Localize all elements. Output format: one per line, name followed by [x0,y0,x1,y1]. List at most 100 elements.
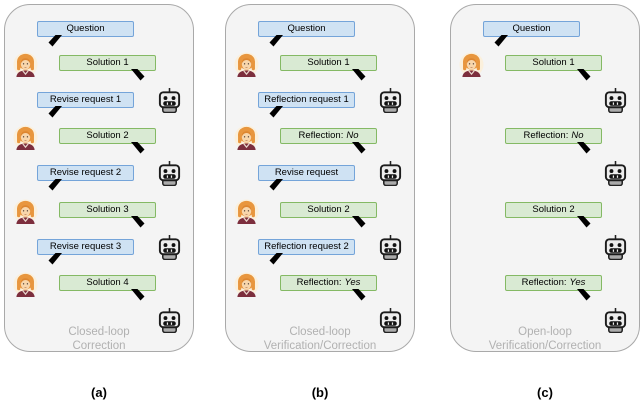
bubble-text: Question [66,23,105,34]
figure-label-a: (a) [91,385,107,400]
solution-bubble: Solution 1 [280,55,377,81]
human-avatar-icon [13,272,38,297]
bubble-text: Solution 1 [86,57,129,68]
bubble-text: Solution 2 [532,204,575,215]
panel-open-loop-verification-correction: Question Solution 1 Reflection: No Solut… [450,4,640,352]
bubble-tail [269,35,283,47]
caption-line: Open-loop [518,326,572,338]
panel-caption: Open-loop Verification/Correction [451,326,639,353]
bubble-text: Question [512,23,551,34]
human-avatar-icon [13,52,38,77]
question-bubble: Question [258,21,355,47]
reflection-bubble: Reflection: Yes [280,275,377,301]
bubble-text: Solution 1 [532,57,575,68]
solution-bubble: Solution 1 [505,55,602,81]
solution-bubble: Solution 2 [280,202,377,228]
robot-icon [604,88,627,113]
bubble-tail [131,69,145,81]
bubble-tail [352,289,366,301]
solution-bubble: Solution 4 [59,275,156,301]
bubble-tail [577,216,591,228]
human-avatar-icon [459,52,484,77]
bubble-text: Solution 1 [307,57,350,68]
bubble-text: Reflection request 1 [264,94,349,105]
bubble-text: Revise request 1 [49,94,122,105]
reflection-request-bubble: Reflection request 2 [258,239,355,265]
revise-request-bubble: Revise request 1 [37,92,134,118]
caption-line: Correction [72,339,126,352]
bubble-tail [131,142,145,154]
bubble-text: Reflection: [296,277,342,288]
human-avatar-icon [234,52,259,77]
bubble-tail [48,253,62,265]
bubble-text: Solution 4 [86,277,129,288]
human-avatar-icon [13,199,38,224]
bubble-text: Reflection: [523,130,569,141]
bubble-tail [131,289,145,301]
question-bubble: Question [37,21,134,47]
reflection-answer: No [346,130,359,141]
bubble-text: Revise request 2 [49,167,122,178]
panel-caption: Closed-loop Correction [5,326,193,353]
reflection-answer: No [571,130,584,141]
figure-label-c: (c) [537,385,553,400]
human-avatar-icon [13,125,38,150]
bubble-tail [269,106,283,118]
human-avatar-icon [234,272,259,297]
bubble-tail [269,253,283,265]
reflection-answer: Yes [569,277,586,288]
solution-bubble: Solution 2 [505,202,602,228]
solution-bubble: Solution 1 [59,55,156,81]
bubble-tail [577,69,591,81]
bubble-text: Question [287,23,326,34]
bubble-tail [131,216,145,228]
robot-icon [379,161,402,186]
robot-icon [158,235,181,260]
human-avatar-icon [234,125,259,150]
revise-request-bubble: Revise request [258,165,355,191]
bubble-text: Reflection: [521,277,567,288]
caption-line: Closed-loop [289,326,351,338]
figure-label-b: (b) [311,385,329,400]
panel-caption: Closed-loop Verification/Correction [226,326,414,353]
reflection-answer: Yes [344,277,361,288]
panel-closed-loop-correction: Question Solution 1 Revise request 1 Sol… [4,4,194,352]
reflection-bubble: Reflection: Yes [505,275,602,301]
robot-icon [604,235,627,260]
bubble-text: Solution 2 [307,204,350,215]
caption-line: Closed-loop [68,326,130,338]
bubble-tail [352,69,366,81]
bubble-tail [48,179,62,191]
bubble-text: Revise request [274,167,339,178]
revise-request-bubble: Revise request 3 [37,239,134,265]
question-bubble: Question [483,21,580,47]
robot-icon [379,235,402,260]
bubble-tail [269,179,283,191]
bubble-tail [494,35,508,47]
solution-bubble: Solution 2 [59,128,156,154]
bubble-text: Reflection request 2 [264,241,349,252]
robot-icon [379,88,402,113]
bubble-text: Solution 3 [86,204,129,215]
bubble-tail [48,35,62,47]
bubble-tail [48,106,62,118]
caption-line: Verification/Correction [488,339,602,352]
bubble-text: Reflection: [298,130,344,141]
robot-icon [158,161,181,186]
human-avatar-icon [234,199,259,224]
bubble-tail [352,142,366,154]
bubble-tail [577,289,591,301]
solution-bubble: Solution 3 [59,202,156,228]
panel-closed-loop-verification-correction: Question Solution 1 Reflection request 1… [225,4,415,352]
bubble-text: Revise request 3 [49,241,122,252]
robot-icon [604,161,627,186]
bubble-text: Solution 2 [86,130,129,141]
robot-icon [158,88,181,113]
reflection-request-bubble: Reflection request 1 [258,92,355,118]
reflection-bubble: Reflection: No [280,128,377,154]
caption-line: Verification/Correction [263,339,377,352]
bubble-tail [577,142,591,154]
bubble-tail [352,216,366,228]
revise-request-bubble: Revise request 2 [37,165,134,191]
